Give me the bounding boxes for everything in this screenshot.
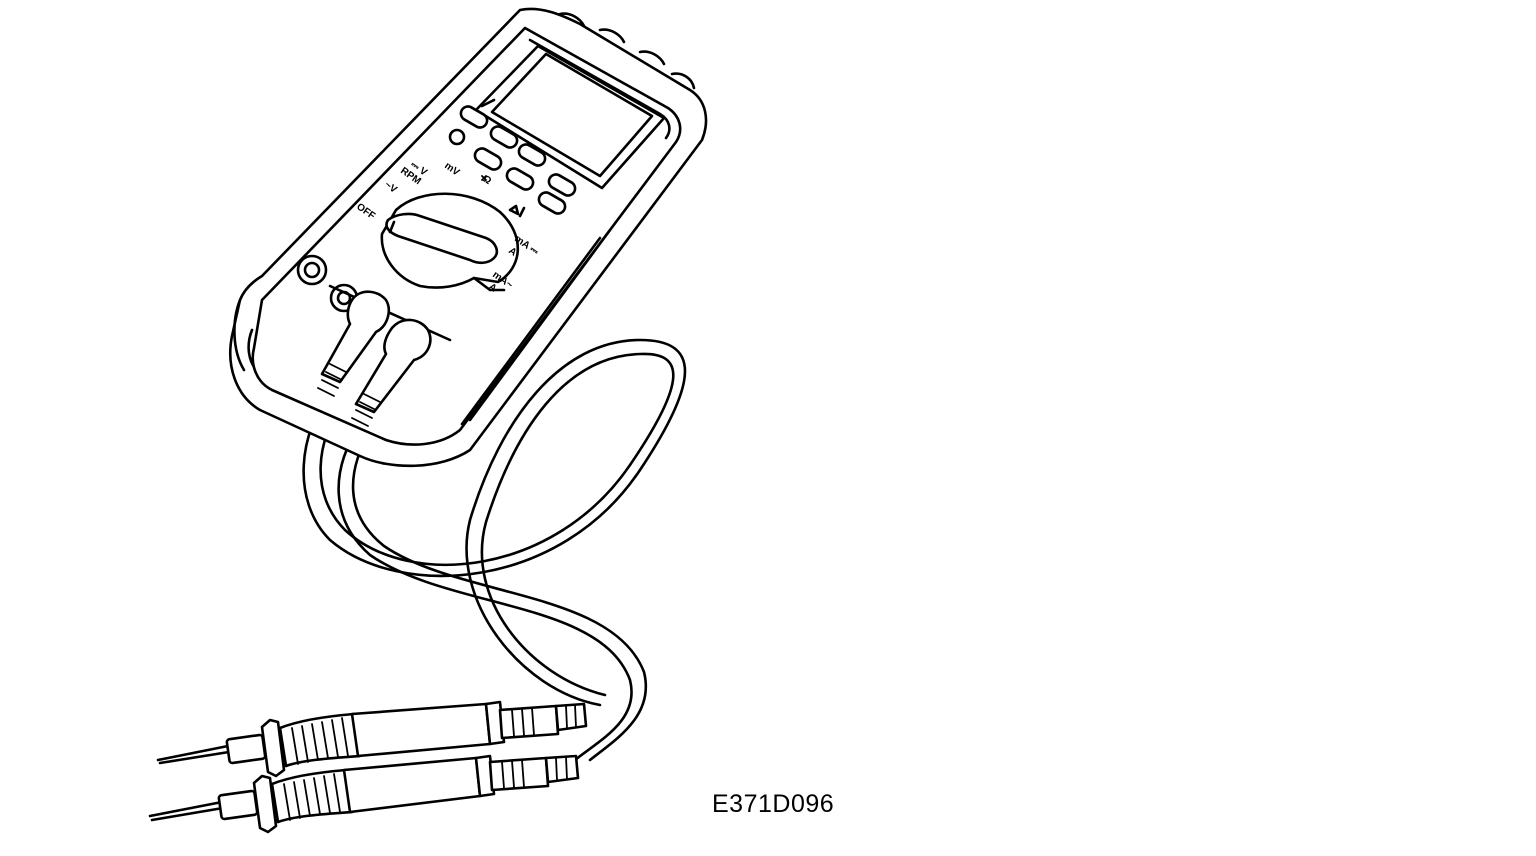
function-button — [459, 105, 489, 129]
lcd-display — [474, 44, 666, 190]
function-button — [473, 147, 503, 171]
lead-cable-inner — [337, 423, 633, 762]
rotary-selector — [380, 192, 520, 292]
test-lead-cables — [302, 338, 687, 762]
function-button — [517, 143, 547, 167]
lead-cable-outer — [302, 338, 687, 707]
power-button-round — [448, 128, 466, 146]
function-buttons — [448, 105, 577, 215]
function-button — [489, 125, 519, 149]
diode-icon — [508, 204, 526, 218]
plug-black — [354, 318, 432, 414]
continuity-icon — [481, 175, 487, 181]
function-button — [505, 167, 535, 191]
function-button — [547, 173, 577, 197]
jack-a — [296, 254, 328, 286]
lead-plugs — [317, 290, 432, 427]
test-probe-upper — [156, 700, 588, 778]
figure-id-label: E371D096 — [712, 790, 835, 818]
test-probe-lower — [148, 754, 580, 834]
function-button — [537, 191, 567, 215]
plug-red — [320, 290, 390, 384]
